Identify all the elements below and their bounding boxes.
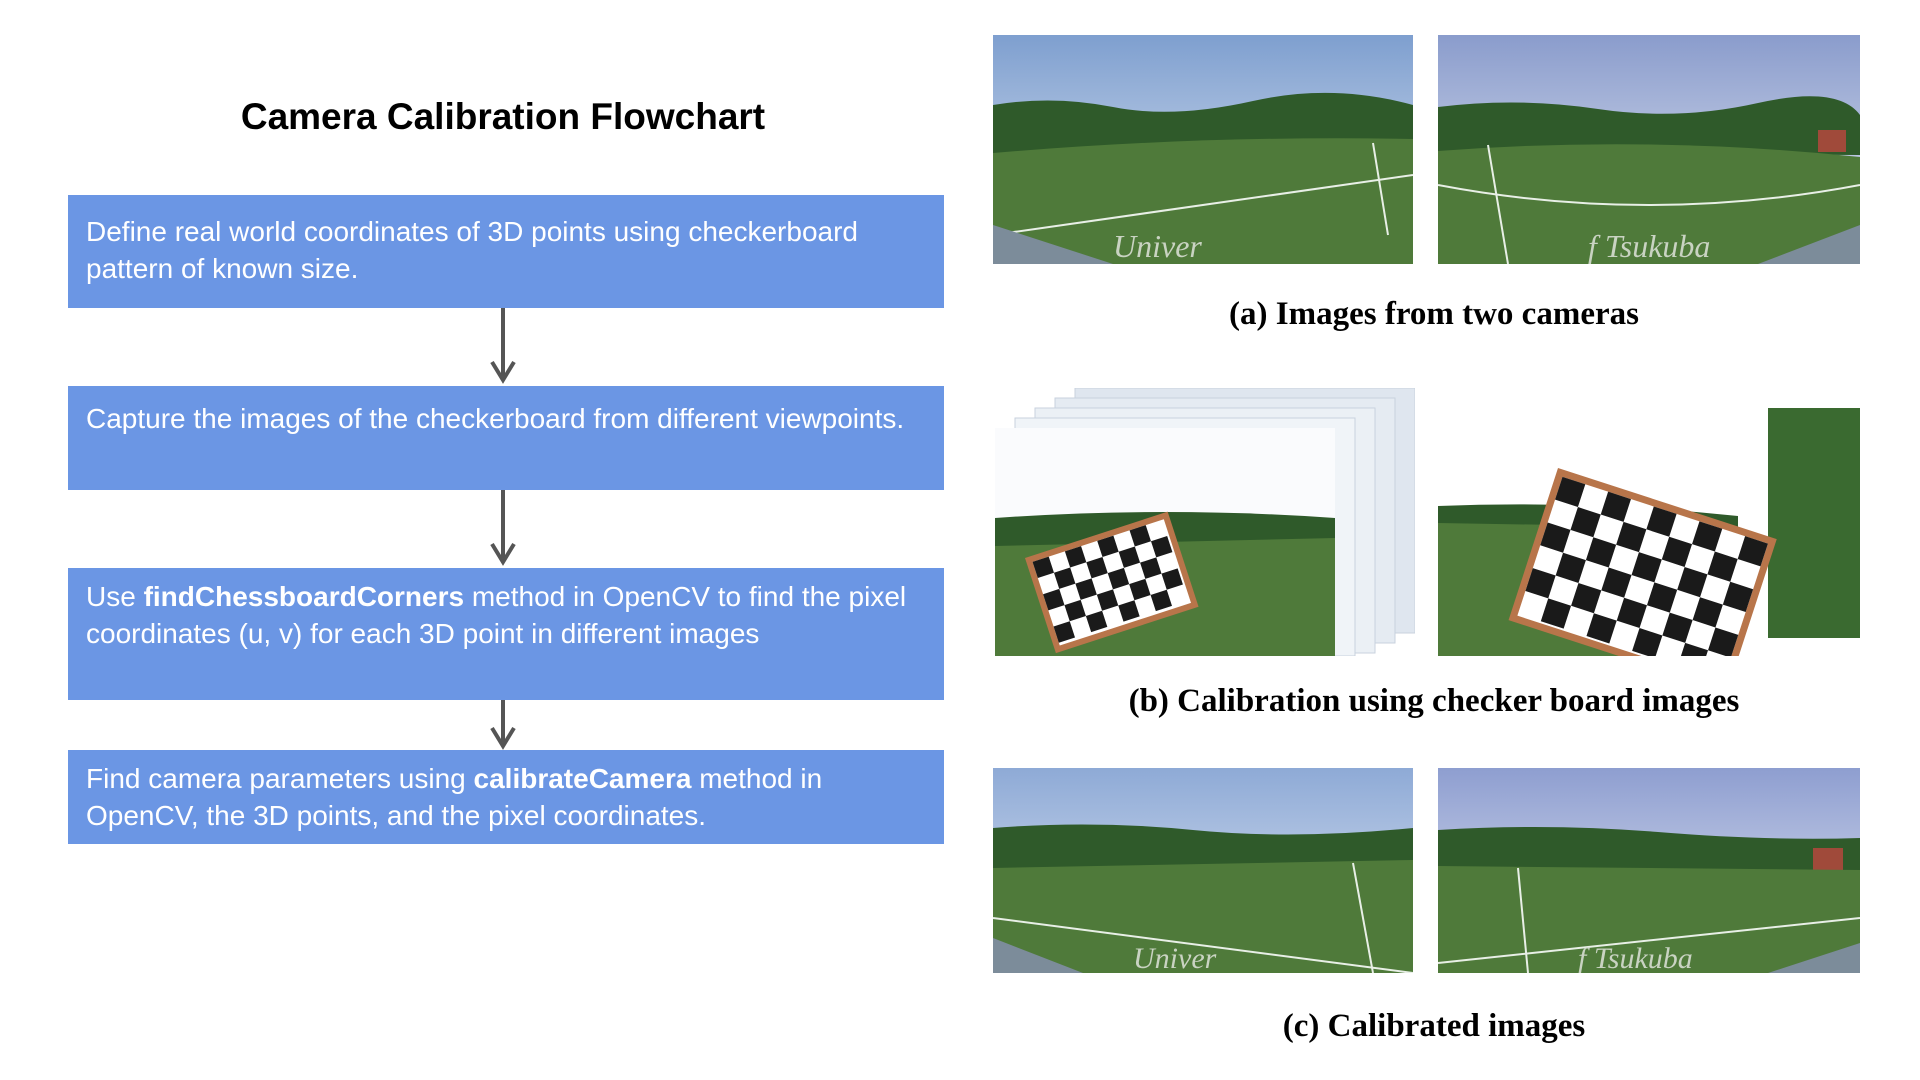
cam1-lettering-calibrated: Univer: [1133, 942, 1217, 973]
step-4-box: Find camera parameters using calibrateCa…: [68, 750, 944, 844]
step-3-text-post: method in OpenCV to find the pixel coord…: [86, 581, 907, 649]
step-4-text: Find camera parameters using: [86, 763, 474, 794]
arrow-3: [490, 700, 516, 750]
caption-c: (c) Calibrated images: [1282, 1008, 1586, 1044]
checkerboard-stack-camera-1: [995, 388, 1415, 656]
arrow-1: [490, 308, 516, 384]
cam2-lettering-calibrated: f Tsukuba: [1578, 942, 1693, 973]
caption-a: (a) Images from two cameras: [1229, 296, 1639, 332]
caption-b: (b) Calibration using checker board imag…: [1128, 683, 1740, 719]
calibrated-image-1: Univer: [993, 768, 1413, 973]
step-3-text: Use: [86, 581, 144, 612]
step-4-text-post: method in OpenCV, the 3D points, and the…: [86, 763, 823, 831]
camera-2-image: f Tsukuba: [1438, 35, 1860, 264]
step-3-bold: findChessboardCorners: [143, 581, 465, 612]
step-2-box: Capture the images of the checkerboard f…: [68, 386, 944, 490]
cam1-lettering: Univer: [1113, 228, 1202, 264]
checkerboard-stack-camera-2: [1438, 388, 1860, 656]
step-2-text: Capture the images of the checkerboard f…: [86, 403, 905, 434]
step-3-box: Use findChessboardCorners method in Open…: [68, 568, 944, 700]
step-4-bold: calibrateCamera: [473, 763, 692, 794]
cam2-lettering: f Tsukuba: [1588, 228, 1710, 264]
calibrated-image-2: f Tsukuba: [1438, 768, 1860, 973]
camera-1-image: Univer: [993, 35, 1413, 264]
step-1-text: Define real world coordinates of 3D poin…: [86, 216, 858, 284]
step-1-box: Define real world coordinates of 3D poin…: [68, 195, 944, 308]
arrow-2: [490, 490, 516, 566]
flowchart-title: Camera Calibration Flowchart: [240, 96, 766, 137]
